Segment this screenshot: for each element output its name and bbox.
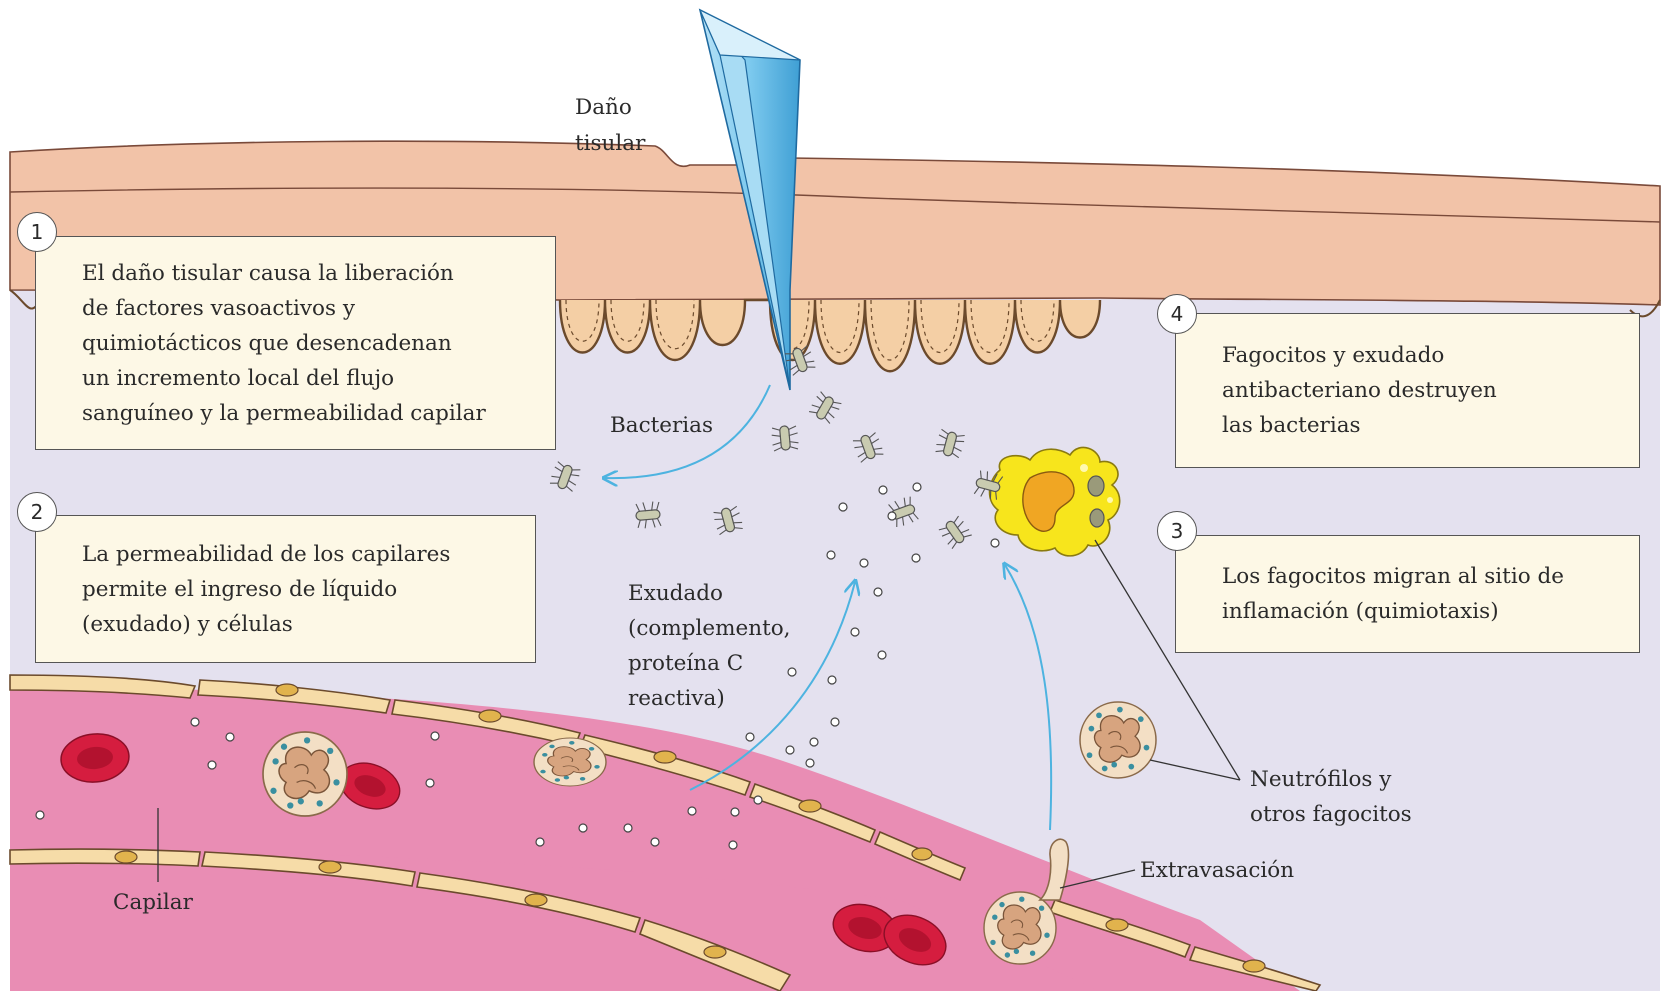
step-3-box: Los fagocitos migran al sitio de inflama… — [1175, 535, 1640, 653]
label-bacterias: Bacterias — [610, 408, 713, 443]
label-capilar: Capilar — [113, 885, 193, 920]
label-exudado: Exudado (complemento, proteína C reactiv… — [628, 576, 791, 716]
step-4-badge: 4 — [1157, 294, 1197, 334]
label-extravasacion: Extravasación — [1140, 853, 1294, 888]
step-2-text: La permeabilidad de los capilares permit… — [82, 537, 450, 642]
step-2-badge: 2 — [17, 492, 57, 532]
label-dano-tisular: Daño tisular — [575, 90, 645, 162]
step-4-box: Fagocitos y exudado antibacteriano destr… — [1175, 313, 1640, 468]
step-3-text: Los fagocitos migran al sitio de inflama… — [1222, 559, 1564, 629]
label-neutrofilos: Neutrófilos y otros fagocitos — [1250, 762, 1412, 832]
step-2-box: La permeabilidad de los capilares permit… — [35, 515, 536, 663]
step-1-text: El daño tisular causa la liberación de f… — [82, 256, 486, 431]
step-3-badge: 3 — [1157, 511, 1197, 551]
step-4-text: Fagocitos y exudado antibacteriano destr… — [1222, 338, 1497, 443]
step-1-badge: 1 — [17, 212, 57, 252]
step-1-box: El daño tisular causa la liberación de f… — [35, 236, 556, 450]
